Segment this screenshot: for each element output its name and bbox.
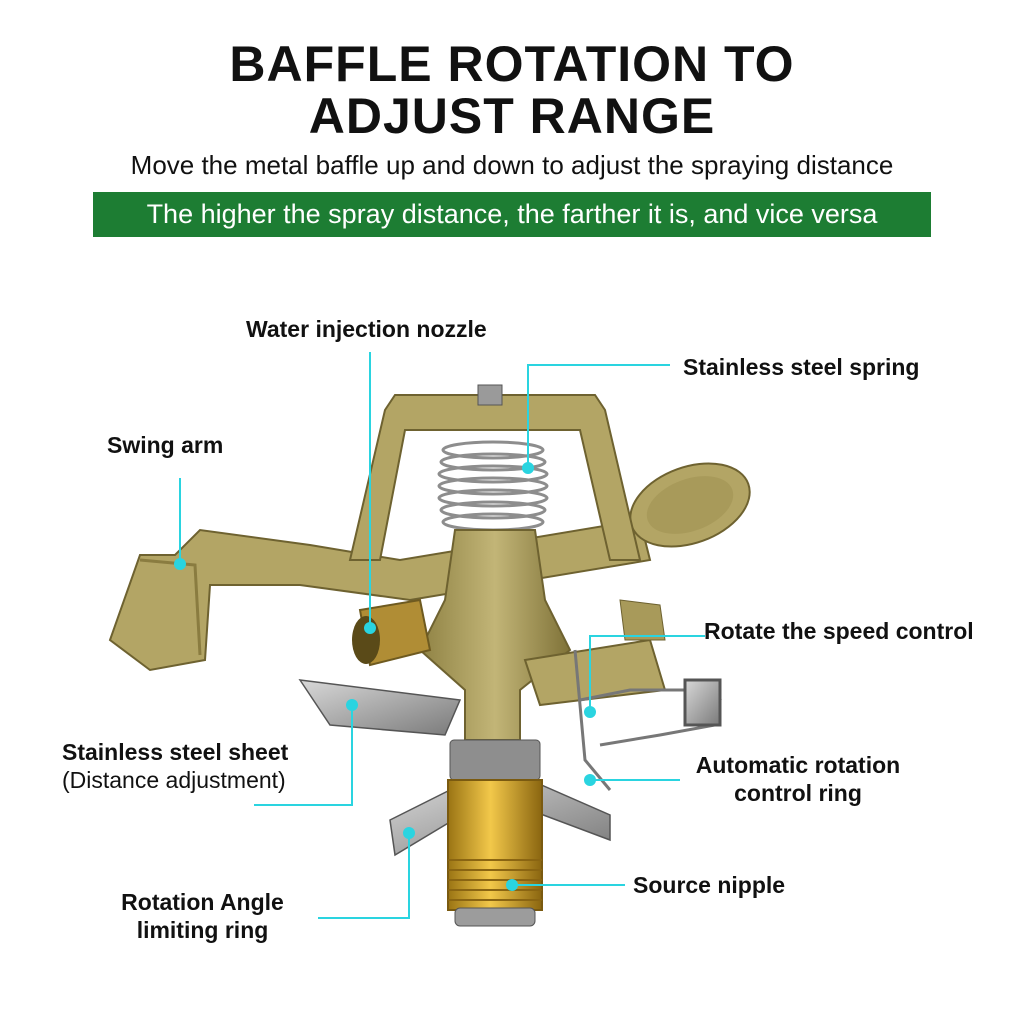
subtitle: Move the metal baffle up and down to adj… <box>130 150 894 180</box>
label-auto-ring-1: Automatic rotation <box>695 752 901 778</box>
label-swing-arm: Swing arm <box>107 432 224 458</box>
label-water-nozzle: Water injection nozzle <box>246 316 487 342</box>
label-angle-ring-1: Rotation Angle <box>121 889 284 915</box>
label-auto-ring-2: control ring <box>734 780 862 806</box>
label-spring: Stainless steel spring <box>683 354 920 380</box>
title-line-2: ADJUST RANGE <box>308 88 716 144</box>
stainless-spring <box>437 440 549 532</box>
leader-lines <box>179 352 705 919</box>
title-line-1: BAFFLE ROTATION TO <box>229 36 795 92</box>
source-nipple <box>447 779 543 911</box>
stainless-sheet <box>298 679 462 736</box>
label-sheet-note: (Distance adjustment) <box>62 767 286 793</box>
label-speed-control: Rotate the speed control <box>704 618 974 644</box>
info-banner: The higher the spray distance, the farth… <box>93 192 931 237</box>
label-sheet: Stainless steel sheet <box>62 739 289 765</box>
leader-dots <box>174 462 596 891</box>
label-source-nipple: Source nipple <box>633 872 786 898</box>
label-angle-ring-2: limiting ring <box>136 917 269 943</box>
